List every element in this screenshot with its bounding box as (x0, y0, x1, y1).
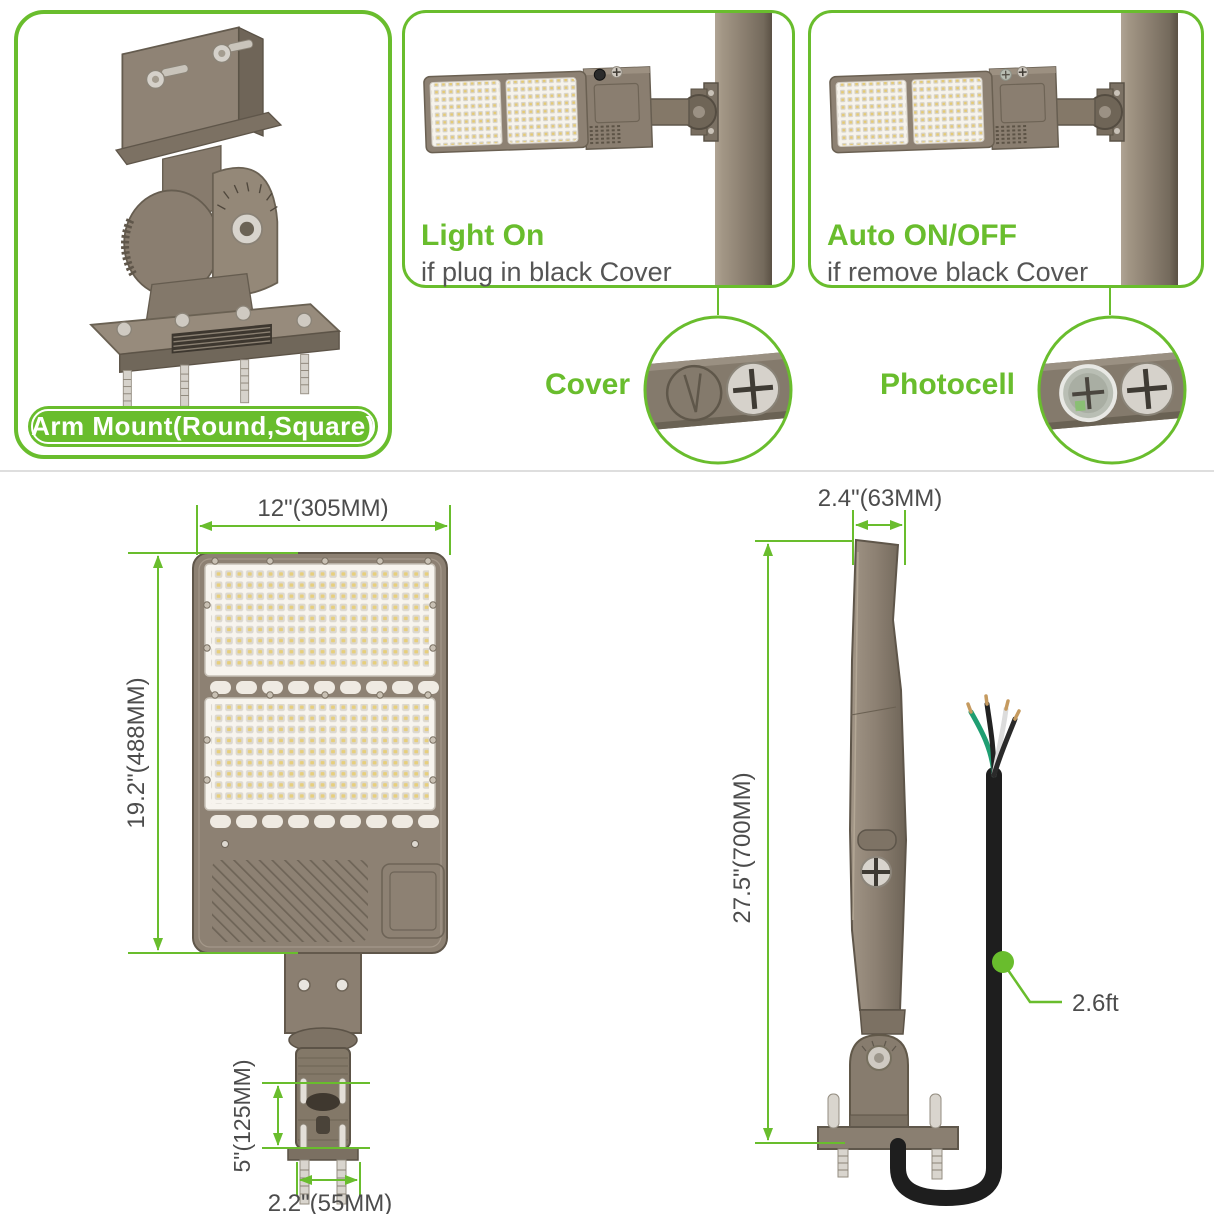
front-width-dim: 12"(305MM) (257, 495, 388, 522)
angle-dial-ticks (217, 182, 278, 212)
photocell-callout-circle (1037, 315, 1187, 465)
arm-mount-bracket-drawing (89, 26, 342, 409)
mount-arm-front (284, 952, 362, 1034)
mount-width-dim: 2.2"(55MM) (268, 1190, 393, 1214)
auto-onoff-subtitle: if remove black Cover (827, 256, 1089, 287)
vent-row (210, 681, 439, 694)
front-height-dim: 19.2"(488MM) (123, 677, 150, 828)
base-grill (173, 326, 271, 352)
mount-height-dim: 5"(125MM) (229, 1060, 255, 1173)
light-pole (715, 13, 772, 285)
fixture-side-drawing (817, 538, 1062, 1207)
vent-row (210, 815, 439, 828)
light-on-text: Light On if plug in black Cover (421, 219, 672, 288)
swivel-bracket (849, 1033, 909, 1126)
shoebox-fixture (423, 66, 654, 154)
side-height-dim: 27.5"(700MM) (729, 772, 756, 923)
latch-tab (857, 829, 897, 851)
fixture-front-drawing (192, 552, 448, 1205)
auto-onoff-panel: Auto ON/OFF if remove black Cover (808, 10, 1204, 288)
photocell-label: Photocell (879, 368, 1015, 401)
side-view-diagram: 2.4"(63MM) 27.5"(700MM) 2.6ft (729, 485, 1119, 1207)
heatsink-hatch (212, 860, 368, 942)
frame-screws (203, 557, 437, 652)
arm-mount-panel: Arm Mount(Round,Square) (14, 10, 392, 459)
auto-onoff-title: Auto ON/OFF (827, 219, 1017, 252)
cover-label: Cover (544, 368, 630, 401)
front-view-diagram: 12"(305MM) 19.2"(488MM) 5"(125MM) 2.2"(5… (123, 495, 451, 1214)
pole-light-photo-photocell (829, 13, 1178, 285)
swivel-ticks (861, 1040, 897, 1052)
pole-light-photo-cover (423, 13, 772, 285)
shoebox-fixture (829, 66, 1060, 154)
light-pole (1121, 13, 1178, 285)
section-divider (0, 470, 1214, 472)
cable-leader-line (1006, 969, 1062, 1004)
cover-callout-line (717, 288, 719, 315)
fixture-blade (848, 538, 908, 1011)
black-cover-plug (593, 68, 606, 81)
auto-onoff-text: Auto ON/OFF if remove black Cover (827, 219, 1088, 288)
cable-length-dim: 2.6ft (1072, 990, 1119, 1017)
photocell-callout-line (1109, 288, 1111, 315)
light-on-subtitle: if plug in black Cover (421, 256, 672, 287)
arm-mount-caption: Arm Mount(Round,Square) (31, 409, 375, 444)
black-cover-zoom (665, 364, 723, 422)
arm-mount-caption-pill: Arm Mount(Round,Square) (28, 406, 378, 447)
front-dimension-lines (128, 505, 451, 1196)
cable-wires (966, 694, 1021, 778)
label-plate (381, 863, 445, 939)
light-on-panel: Light On if plug in black Cover (402, 10, 795, 288)
cable-length-marker-dot (992, 951, 1014, 973)
arm-mount-photo (89, 26, 342, 409)
power-cable (890, 767, 1002, 1207)
side-dimension-lines (755, 510, 906, 1144)
side-depth-dim: 2.4"(63MM) (818, 485, 943, 512)
frame-screws (203, 691, 437, 784)
base-plate (817, 1126, 959, 1150)
cover-callout-circle (643, 315, 793, 465)
plate-bolts (827, 1093, 943, 1180)
light-on-title: Light On (421, 219, 545, 252)
